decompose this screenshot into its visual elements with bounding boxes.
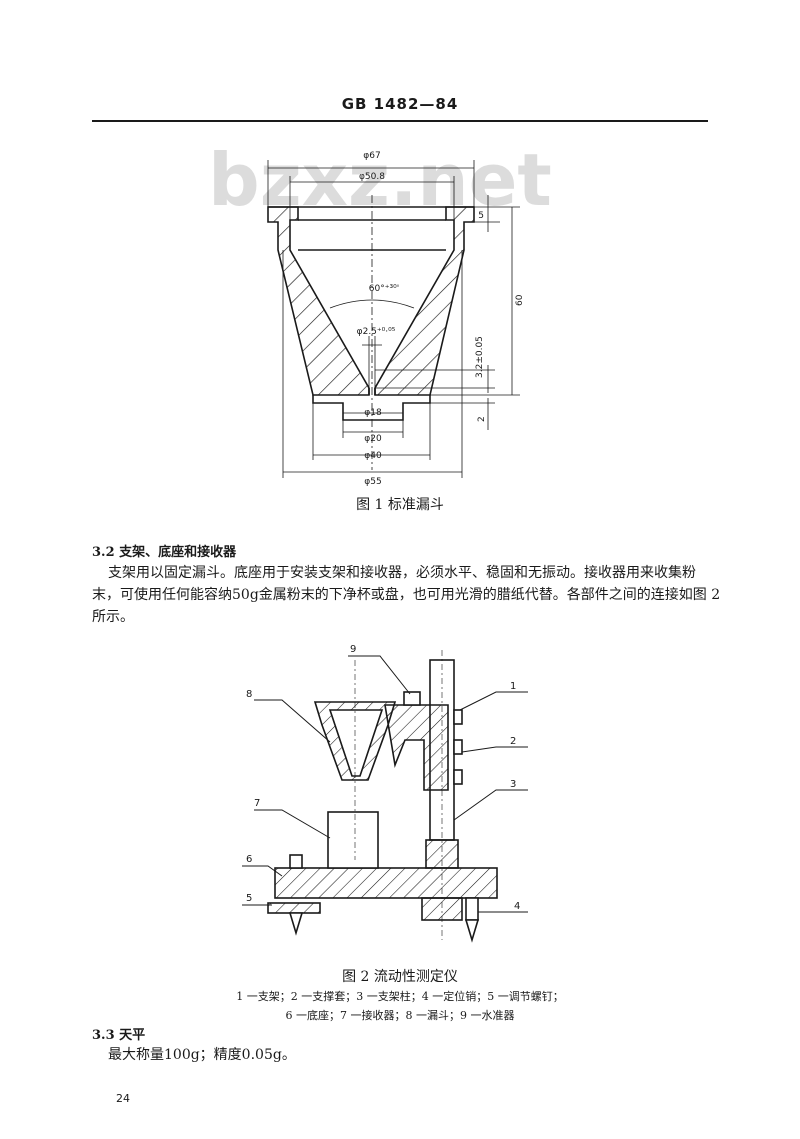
section-3-2-line-1: 支架用以固定漏斗。底座用于安装支架和接收器，必须水平、稳固和无振动。接收器用来收… <box>108 565 696 581</box>
dim-phi40: φ40 <box>364 451 382 461</box>
dim-phi55: φ55 <box>364 477 381 487</box>
dim-phi2-5: φ2.5⁺⁰·⁰⁵ <box>357 327 396 337</box>
section-3-3-heading: 3.3 天平 <box>92 1028 146 1043</box>
dim-angle-60: 60°⁺³⁰' <box>369 284 399 294</box>
dim-phi20: φ20 <box>364 434 382 444</box>
base-plate <box>274 867 498 899</box>
dim-phi18: φ18 <box>364 408 382 418</box>
figure-1-caption: 图 1 标准漏斗 <box>356 497 444 513</box>
part-label-3: 3 <box>510 779 516 790</box>
locating-pin <box>465 897 479 921</box>
part-label-9: 9 <box>350 644 356 655</box>
figure-1-drawing: bzxz.net <box>208 138 552 487</box>
figure-2-legend-line-2: 6 一底座；7 一接收器；8 一漏斗；9 一水准器 <box>285 1009 515 1022</box>
part-label-8: 8 <box>246 689 252 700</box>
leveling-screw <box>267 902 321 914</box>
dim-height-2: 2 <box>477 416 487 422</box>
page-number: 24 <box>116 1092 130 1105</box>
part-label-4: 4 <box>514 901 520 912</box>
receiver-cup <box>327 811 379 869</box>
spirit-level <box>403 691 421 706</box>
support-bracket <box>384 704 449 791</box>
part-label-1: 1 <box>510 681 516 692</box>
part-label-6: 6 <box>246 854 252 865</box>
funnel-section <box>267 206 475 421</box>
figure-2-legend-line-1: 1 一支架；2 一支撑套；3 一支架柱；4 一定位销；5 一调节螺钉； <box>236 990 564 1003</box>
section-3-2-heading: 3.2 支架、底座和接收器 <box>92 545 237 560</box>
part-label-5: 5 <box>246 893 252 904</box>
dim-phi50-8: φ50.8 <box>359 172 385 182</box>
dim-height-3-2: 3.2±0.05 <box>475 336 485 378</box>
dim-phi67: φ67 <box>363 151 380 161</box>
section-3-2-line-2: 末，可使用任何能容纳50g金属粉末的下净杯或盘，也可用光滑的腊纸代替。各部件之间… <box>92 587 721 603</box>
figure-2-caption: 图 2 流动性测定仪 <box>342 969 458 985</box>
header-rule <box>92 120 708 122</box>
part-label-2: 2 <box>510 736 516 747</box>
section-3-2-line-3: 所示。 <box>92 609 134 625</box>
part-label-7: 7 <box>254 798 260 809</box>
watermark: bzxz.net <box>208 138 552 222</box>
figure-2-drawing: 1 2 3 4 5 6 7 8 9 <box>242 644 528 943</box>
dim-height-60: 60 <box>515 294 525 306</box>
dim-height-5: 5 <box>478 211 484 221</box>
section-3-3-body: 最大称量100g；精度0.05g。 <box>108 1047 296 1063</box>
standard-code: GB 1482—84 <box>341 95 459 113</box>
